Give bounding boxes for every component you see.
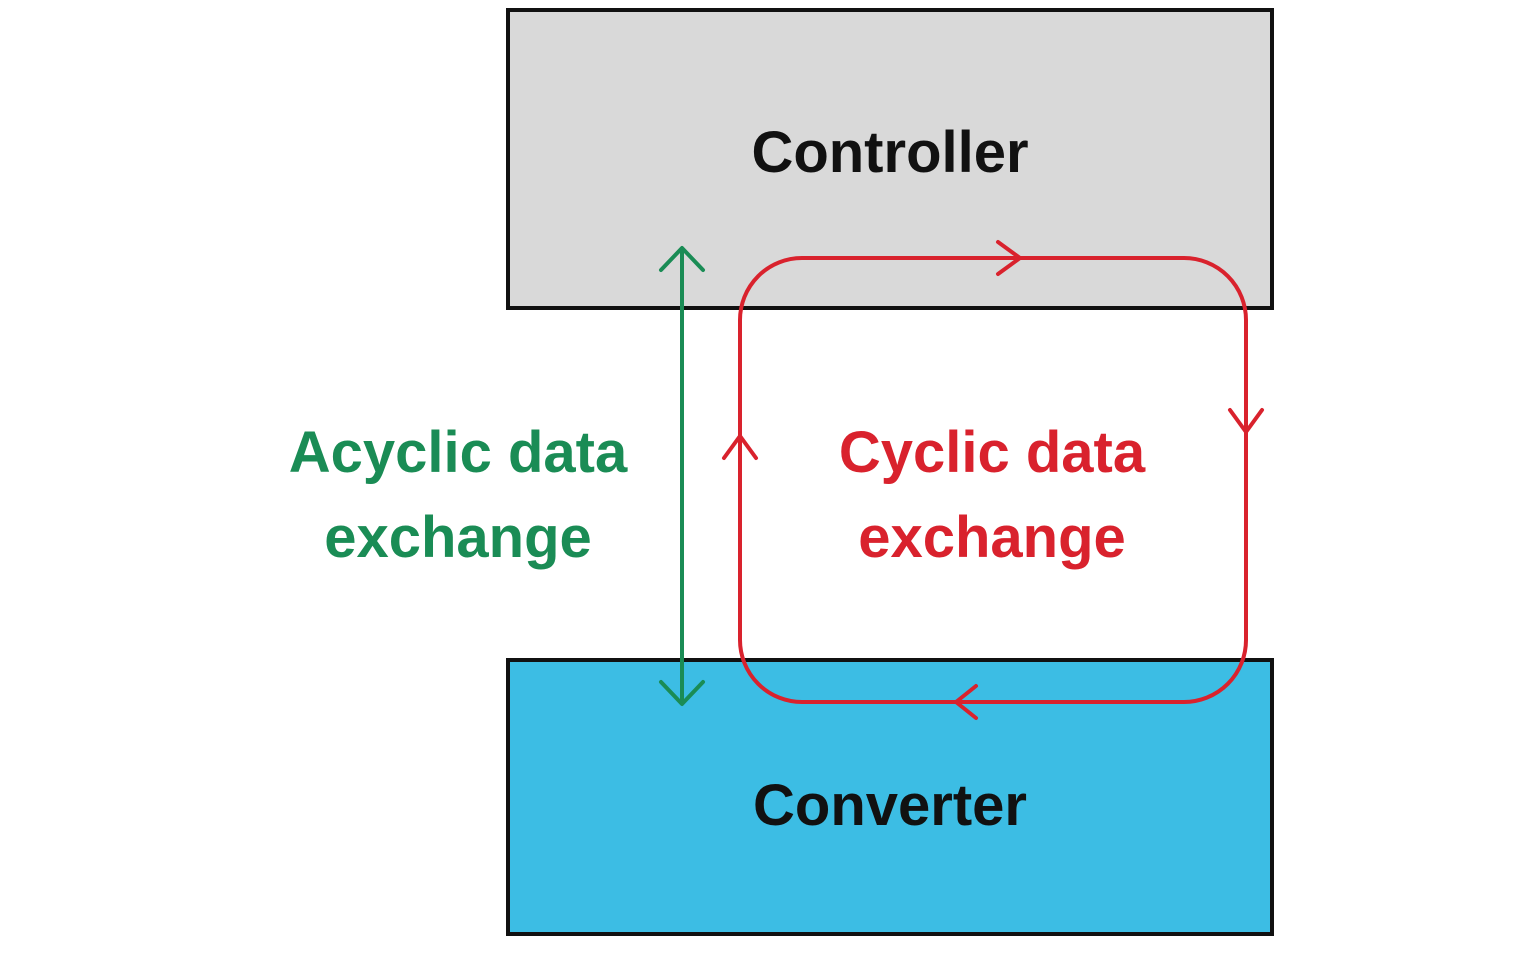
converter-box xyxy=(506,658,1274,936)
cyclic-label: Cyclic data exchange xyxy=(839,420,1146,570)
cyclic-arrow-right-icon xyxy=(996,240,1022,276)
converter-label: Converter xyxy=(753,773,1027,838)
cyclic-label-line1: Cyclic data xyxy=(839,420,1146,485)
cyclic-arrow-up-icon xyxy=(722,434,758,460)
cyclic-arrow-down-icon xyxy=(1228,408,1264,434)
acyclic-arrow xyxy=(659,246,705,706)
converter-block: Converter xyxy=(506,658,1274,936)
acyclic-arrow-up-icon xyxy=(659,246,705,272)
cyclic-label-line2: exchange xyxy=(858,505,1126,570)
controller-label: Controller xyxy=(751,120,1028,185)
acyclic-label-line1: Acyclic data xyxy=(289,420,628,485)
cyclic-arrow-left-icon xyxy=(954,684,978,720)
acyclic-label-line2: exchange xyxy=(324,505,592,570)
acyclic-label: Acyclic data exchange xyxy=(289,420,628,570)
controller-block: Controller xyxy=(506,8,1274,310)
cyclic-loop xyxy=(722,240,1264,720)
cyclic-loop-path xyxy=(738,256,1248,704)
acyclic-arrow-down-icon xyxy=(659,680,705,706)
